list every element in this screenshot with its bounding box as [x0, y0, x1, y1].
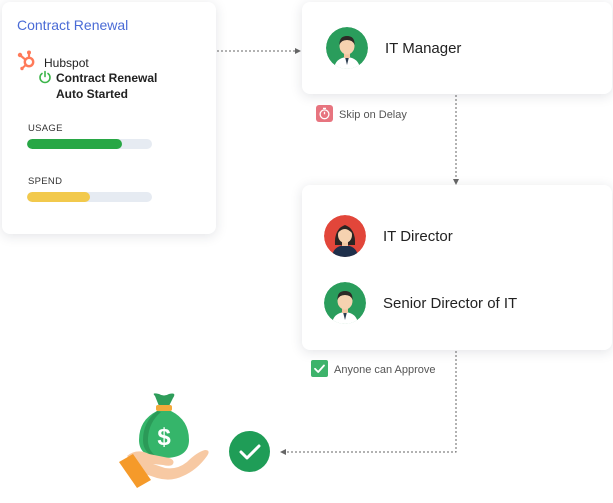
- source-label: Hubspot: [44, 55, 89, 70]
- timer-icon: [316, 105, 333, 125]
- skip-on-delay-label: Skip on Delay: [339, 109, 407, 121]
- usage-label: USAGE: [28, 123, 63, 134]
- checkbox-icon: [311, 360, 328, 380]
- male-avatar-icon: [326, 27, 368, 69]
- male-avatar-icon: [324, 282, 366, 324]
- contract-renewal-card[interactable]: Contract Renewal Hubspot Contract Renewa…: [2, 2, 216, 234]
- status-row: Contract Renewal Auto Started: [38, 70, 176, 102]
- power-icon: [38, 70, 52, 89]
- svg-text:$: $: [157, 424, 171, 451]
- it-manager-card[interactable]: IT Manager: [302, 2, 612, 94]
- card-title: Contract Renewal: [17, 17, 129, 33]
- female-avatar-icon: [324, 215, 366, 257]
- spend-label: SPEND: [28, 176, 63, 187]
- spend-progress-bar: [27, 192, 152, 202]
- skip-on-delay-tag: Skip on Delay: [316, 105, 407, 125]
- money-bag-hand-icon: $: [117, 392, 212, 495]
- approver-name: IT Manager: [385, 39, 462, 57]
- anyone-can-approve-tag: Anyone can Approve: [311, 360, 436, 380]
- approver-name: Senior Director of IT: [383, 294, 518, 312]
- status-text: Contract Renewal Auto Started: [56, 71, 158, 101]
- spend-progress-fill: [27, 192, 90, 202]
- usage-progress-fill: [27, 139, 122, 149]
- approver-row-it-director: IT Director: [324, 215, 453, 257]
- approver-name: IT Director: [383, 227, 453, 245]
- approver-row: IT Manager: [326, 27, 461, 69]
- check-circle-icon: [229, 431, 270, 472]
- anyone-can-approve-label: Anyone can Approve: [334, 364, 436, 376]
- hubspot-icon: [16, 49, 38, 76]
- approver-row-senior-director: Senior Director of IT: [324, 282, 517, 324]
- usage-progress-bar: [27, 139, 152, 149]
- source-row: Hubspot: [16, 49, 89, 76]
- approvers-card[interactable]: IT Director Senior Director of IT: [302, 185, 612, 350]
